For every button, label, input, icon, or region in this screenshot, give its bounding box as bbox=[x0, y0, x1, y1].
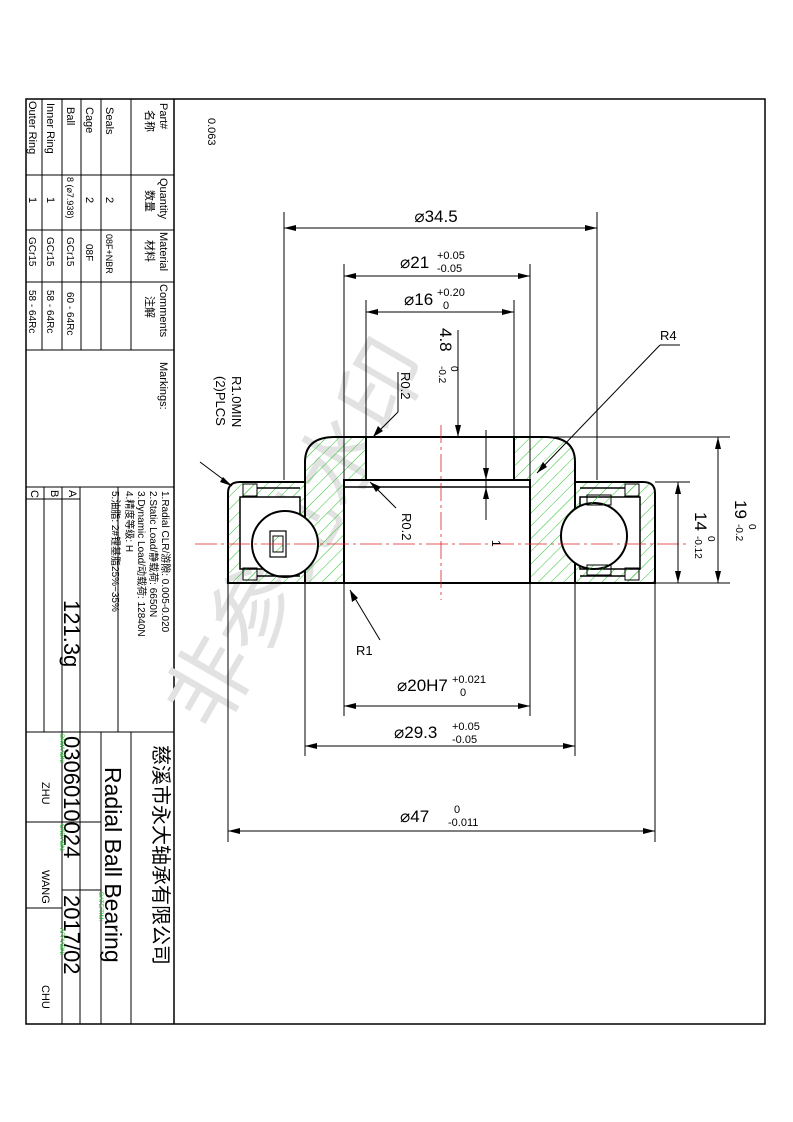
seal-left-bottom bbox=[242, 567, 258, 581]
dimension-arrows bbox=[220, 225, 721, 834]
bom-header-part-cn: 名称 bbox=[143, 110, 157, 132]
name-approved: CHU bbox=[39, 985, 51, 1009]
bom-row-ball-comment: 60 - 64Rc bbox=[64, 292, 75, 335]
note-4: 4.精度等级: H bbox=[123, 491, 136, 552]
name-drawn: ZHU bbox=[39, 782, 51, 805]
drawing-title: Radial Ball Bearing bbox=[100, 767, 126, 963]
dim-w14-up: 0 bbox=[705, 536, 716, 542]
dim-w48-lo: -0.2 bbox=[436, 366, 447, 384]
bom-row-ball-part: Ball bbox=[64, 107, 76, 125]
bearing-section bbox=[195, 425, 690, 600]
label-checked: CKD'ABN: bbox=[58, 824, 64, 852]
revision-a: A bbox=[66, 490, 78, 498]
dim-r02-bottom: R0.2 bbox=[399, 513, 414, 540]
label-date: DATE/TIM: bbox=[97, 892, 103, 922]
dim-r4: R4 bbox=[660, 328, 677, 343]
dim-w48: 4.8 bbox=[436, 328, 455, 352]
sheet-border bbox=[25, 98, 766, 1025]
bom-row-cage-qty: 2 bbox=[83, 197, 95, 203]
bom-row-outer-qty: 1 bbox=[26, 197, 38, 203]
dimension-lines bbox=[199, 212, 730, 842]
dim-d34: ⌀34.5 bbox=[414, 207, 457, 226]
revision-c: C bbox=[28, 490, 40, 498]
bom-header-qty: Quantity bbox=[157, 178, 169, 219]
bom-header-material: Material bbox=[157, 232, 169, 271]
bom-row-outer-part: Outer Ring bbox=[26, 101, 38, 154]
dim-w14: 14 bbox=[691, 512, 710, 531]
bom-header-part: Part# bbox=[157, 103, 169, 130]
weight: 121.3g bbox=[59, 600, 84, 667]
bom-row-inner-comment: 58 - 64Rc bbox=[44, 290, 55, 333]
dim-d16-lo: 0 bbox=[443, 300, 449, 312]
bom-row-cage-part: Cage bbox=[83, 107, 95, 133]
inner-ring-right-section bbox=[513, 436, 576, 584]
dim-d16: ⌀16 bbox=[404, 290, 433, 309]
dim-w48-up: 0 bbox=[448, 366, 459, 372]
markings-label: Markings: bbox=[157, 362, 169, 410]
bom-row-inner-part: Inner Ring bbox=[44, 103, 56, 154]
bom-header-comments: Comments bbox=[157, 284, 169, 338]
dim-w19: 19 bbox=[731, 500, 750, 519]
dim-d16-up: +0.20 bbox=[437, 287, 465, 299]
bom-row-inner-qty: 1 bbox=[44, 197, 56, 203]
company-name: 慈溪市永大轴承有限公司 bbox=[149, 745, 172, 965]
dim-d20-up: +0.021 bbox=[452, 674, 486, 686]
bom-header-comments-cn: 注解 bbox=[143, 296, 157, 318]
seal-left-top bbox=[242, 483, 258, 497]
corner-note: 0.063 bbox=[205, 118, 217, 146]
dim-one: 1 bbox=[489, 540, 503, 547]
dim-d21-up: +0.05 bbox=[437, 250, 465, 262]
dim-d293-up: +0.05 bbox=[452, 721, 480, 733]
dim-d20-lo: 0 bbox=[460, 687, 466, 699]
bom-header-qty-cn: 数量 bbox=[143, 190, 156, 212]
bom-table-grid bbox=[26, 99, 174, 1024]
dim-r02-top: R0.2 bbox=[398, 372, 413, 399]
dim-d293: ⌀29.3 bbox=[394, 723, 437, 742]
dim-d21-lo: -0.05 bbox=[437, 263, 462, 275]
dim-d20: ⌀20H7 bbox=[397, 676, 448, 695]
bom-row-outer-comment: 58 - 64Rc bbox=[26, 290, 37, 333]
dim-w14-lo: -0.12 bbox=[692, 536, 703, 559]
note-3: 3.Dynamic Load/动载荷: 12840N bbox=[135, 491, 147, 637]
dim-w19-up: 0 bbox=[746, 524, 757, 530]
bom-row-cage-material: 08F bbox=[83, 244, 94, 261]
dim-r10min: R1.0MIN bbox=[229, 376, 244, 427]
bom-row-seals-part: Seals bbox=[103, 107, 115, 135]
dim-d47-lo: -0.011 bbox=[448, 817, 478, 829]
bom-header-material-cn: 材料 bbox=[143, 240, 157, 262]
bom-row-seals-qty: 2 bbox=[103, 197, 115, 203]
bom-row-ball-qty: 8 (⌀7.938) bbox=[65, 177, 75, 218]
drawing-date: 2017/02 bbox=[59, 895, 84, 975]
label-approved: APP'ABN: bbox=[58, 928, 64, 955]
note-5: 5.油脂: 2#锂基脂25%~35% bbox=[109, 491, 122, 612]
dim-d21: ⌀21 bbox=[400, 253, 429, 272]
dim-d47-up: 0 bbox=[454, 804, 460, 816]
part-number: 0306010024 bbox=[59, 736, 84, 858]
bom-row-ball-material: GCr15 bbox=[64, 237, 75, 267]
ball-right bbox=[560, 502, 628, 570]
note-2: 2.Static Load/静载荷: 6650N bbox=[147, 491, 160, 617]
name-checked: WANG bbox=[39, 870, 51, 904]
note-1: 1.Radial CLR/游隙: 0.005-0.020 bbox=[159, 491, 172, 633]
dim-w19-lo: -0.2 bbox=[733, 524, 744, 542]
dim-plcs: (2)PLCS bbox=[213, 376, 228, 426]
bom-row-inner-material: GCr15 bbox=[44, 237, 55, 267]
seal-right-top bbox=[624, 483, 640, 497]
revision-b: B bbox=[48, 490, 60, 497]
seal-right-bottom bbox=[624, 567, 640, 581]
dim-r1: R1 bbox=[356, 643, 373, 658]
bom-row-outer-material: GCr15 bbox=[26, 237, 37, 267]
bom-row-seals-material: 08F+NBR bbox=[104, 234, 114, 274]
label-drawn: DRW'ABN: bbox=[58, 734, 64, 764]
dim-d47: ⌀47 bbox=[400, 807, 429, 826]
dim-d293-lo: -0.05 bbox=[452, 734, 477, 746]
